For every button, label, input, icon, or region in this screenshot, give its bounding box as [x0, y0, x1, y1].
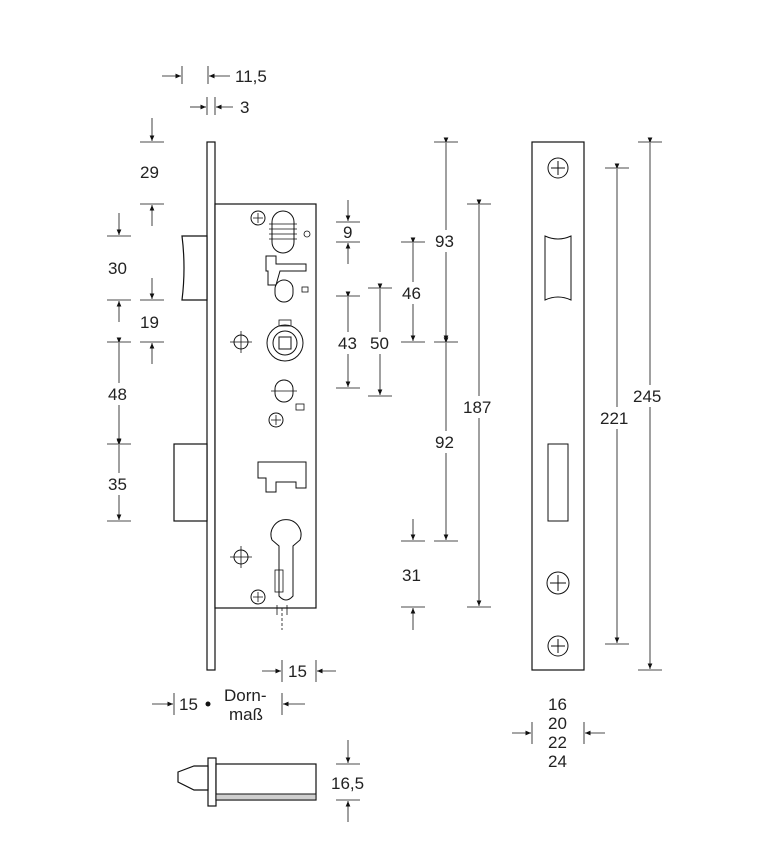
- dim-48: 48: [108, 385, 127, 404]
- dim-187: 187: [463, 398, 491, 417]
- dim-19: 19: [140, 313, 159, 332]
- dim-29: 29: [140, 163, 159, 182]
- screw-icon: [250, 210, 266, 226]
- dim-30: 30: [108, 259, 127, 278]
- plate-width-2: 20: [548, 714, 567, 733]
- top-follower: [271, 210, 295, 254]
- dim-11-5: 11,5: [235, 67, 267, 86]
- dimension-lines-right: 221 245 16 20 22 24: [512, 137, 670, 771]
- dim-46: 46: [402, 284, 421, 303]
- dimension-lines-middle: 9 43 50 46 93 92 187 31: [336, 137, 498, 630]
- front-view: [173, 141, 317, 671]
- dim-31: 31: [402, 566, 421, 585]
- bolt-mechanism: [257, 461, 307, 493]
- spindle-hub: [266, 324, 304, 362]
- screw-icon: [268, 412, 284, 428]
- cylinder-hole-icon: [546, 571, 570, 595]
- lever: [265, 255, 307, 286]
- dim-221: 221: [600, 409, 628, 428]
- latch-opening: [544, 235, 572, 301]
- side-latch: [177, 765, 209, 791]
- dim-3: 3: [240, 98, 249, 117]
- plate-width-4: 24: [548, 752, 567, 771]
- dim-50: 50: [370, 334, 389, 353]
- backset-label-line1: Dorn-: [224, 686, 267, 705]
- cylinder-cutout: [270, 519, 302, 601]
- faceplate-strip: [206, 141, 216, 671]
- side-faceplate: [207, 757, 217, 807]
- square-spindle: [278, 336, 292, 350]
- dimension-lines-bottom: 15 15 Dorn- maß: [152, 660, 336, 724]
- dead-bolt: [173, 443, 208, 522]
- dim-15-backset: 15: [179, 695, 198, 714]
- screw-icon: [547, 157, 569, 179]
- screw-icon: [547, 635, 569, 657]
- bolt-opening: [547, 443, 569, 522]
- dimension-lines-left: 11,5 3 29 30 19 48 35: [105, 66, 267, 522]
- side-view: 16,5: [177, 740, 364, 822]
- dim-43: 43: [338, 334, 357, 353]
- plate-width-3: 22: [548, 733, 567, 752]
- fixing-hole-icon: [230, 546, 252, 568]
- dim-9: 9: [343, 223, 352, 242]
- fixing-hole-icon: [230, 331, 252, 353]
- dim-245: 245: [633, 387, 661, 406]
- dim-35: 35: [108, 475, 127, 494]
- dim-15-right: 15: [288, 662, 307, 681]
- dim-16-5: 16,5: [331, 774, 364, 793]
- dim-93: 93: [435, 232, 454, 251]
- plate-width-1: 16: [548, 695, 567, 714]
- slot: [274, 279, 294, 303]
- screw-icon: [250, 589, 266, 605]
- dim-92: 92: [435, 433, 454, 452]
- latch-bolt: [181, 235, 208, 301]
- backset-label-line2: maß: [229, 705, 263, 724]
- faceplate-front-view: [531, 141, 585, 671]
